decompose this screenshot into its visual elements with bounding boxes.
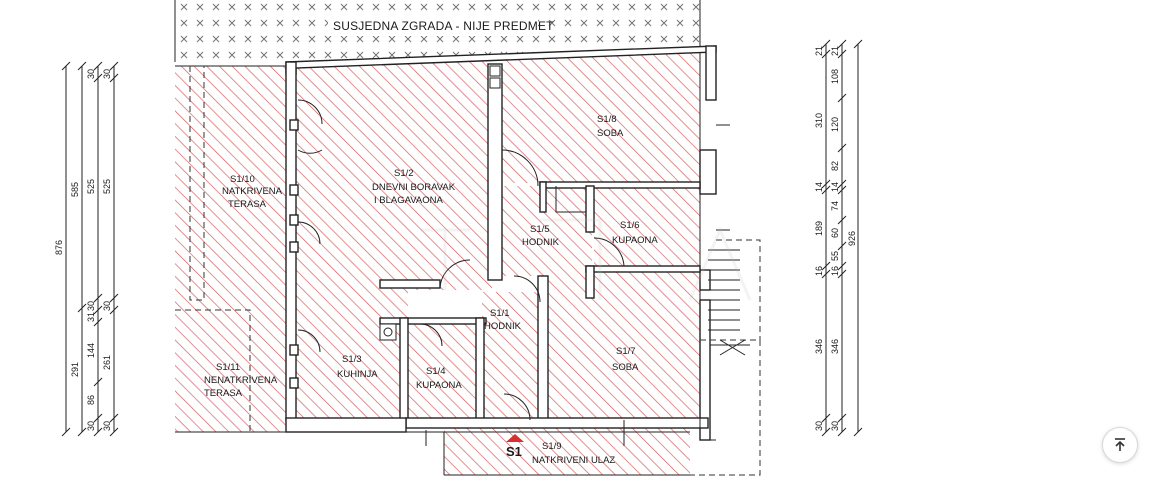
left-dim-585: 585: [70, 182, 80, 197]
room-code-s1-6: S1/6: [620, 220, 640, 231]
room-name-s1-5: HODNIK: [522, 237, 560, 248]
left-dim-a7: 30: [86, 421, 96, 431]
right-dim-a7: 30: [814, 421, 824, 431]
room-code-s1-3: S1/3: [342, 354, 362, 365]
room-name-s1-8: SOBA: [597, 128, 624, 139]
room-code-s1-7: S1/7: [616, 346, 636, 357]
room-name-s1-6: KUPAONA: [612, 235, 658, 246]
room-code-s1-1: S1/1: [490, 308, 510, 319]
room-name-s1-3: KUHINJA: [337, 369, 378, 380]
room-name-s1-2-a: DNEVNI BORAVAK: [372, 182, 456, 193]
room-name-s1-2-b: I BLAGAVAONA: [374, 195, 443, 206]
right-dim-b3: 120: [830, 117, 840, 132]
right-dim-b6: 74: [830, 201, 840, 211]
left-dim-total: 876: [54, 240, 64, 255]
door-swings: [175, 66, 761, 476]
left-dim-291: 291: [70, 362, 80, 377]
right-dim-b2: 108: [830, 69, 840, 84]
entrance-triangle-icon: [506, 434, 524, 442]
room-code-s1-4: S1/4: [426, 366, 446, 377]
room-code-s1-11: S1/11: [216, 362, 240, 373]
entrance-label: S1: [506, 444, 522, 459]
right-dim-b5: 14: [830, 182, 840, 192]
left-dim-a2: 525: [86, 179, 96, 194]
room-name-s1-11-b: TERASA: [204, 388, 243, 399]
left-dim-a5: 144: [86, 343, 96, 358]
scroll-to-top-button[interactable]: [1102, 427, 1138, 463]
room-labels: S1/10 NATKRIVENA TERASA S1/2 DNEVNI BORA…: [204, 114, 658, 466]
right-dim-b1: 21: [830, 46, 840, 56]
right-dim-b4: 82: [830, 161, 840, 171]
right-dim-a2: 310: [814, 113, 824, 128]
neighbor-building: SUSJEDNA ZGRADA - NIJE PREDMET: [174, 0, 701, 62]
left-dim-b1: 30: [102, 69, 112, 79]
room-name-s1-1: HODNIK: [484, 321, 522, 332]
left-dim-b3: 30: [102, 301, 112, 311]
right-dim-total: 926: [847, 231, 857, 246]
room-name-s1-4: KUPAONA: [416, 380, 462, 391]
right-dim-a1: 21: [814, 46, 824, 56]
right-dim-b10: 346: [830, 339, 840, 354]
left-dim-b4: 261: [102, 355, 112, 370]
dimension-left: 876 585 291 30 525 30 31 144 86 30 30 52…: [54, 61, 119, 437]
right-dim-ticks: [821, 39, 863, 437]
left-dim-b5: 30: [102, 421, 112, 431]
left-dim-a6: 86: [86, 395, 96, 405]
room-name-s1-10-a: NATKRIVENA: [222, 186, 283, 197]
room-code-s1-9: S1/9: [542, 441, 562, 452]
room-code-s1-10: S1/10: [230, 174, 255, 185]
right-dim-a3: 14: [814, 182, 824, 192]
room-name-s1-7: SOBA: [612, 362, 639, 373]
left-dim-a4: 31: [86, 312, 96, 322]
entrance-marker: S1: [506, 434, 524, 459]
room-name-s1-10-b: TERASA: [228, 199, 267, 210]
right-dim-b9: 16: [830, 266, 840, 276]
room-name-s1-9: NATKRIVENI ULAZ: [532, 455, 615, 466]
right-dim-a5: 16: [814, 266, 824, 276]
walls: [175, 45, 717, 441]
dimension-right: 21 310 14 189 16 346 30 21 108 120 82 14…: [814, 39, 863, 437]
neighbor-building-label: SUSJEDNA ZGRADA - NIJE PREDMET: [333, 19, 554, 33]
right-dim-a4: 189: [814, 221, 824, 236]
left-dim-a3: 30: [86, 301, 96, 311]
room-code-s1-8: S1/8: [597, 114, 617, 125]
right-dim-b8: 55: [830, 251, 840, 261]
right-dim-b11: 30: [830, 421, 840, 431]
room-fills: [175, 53, 700, 475]
left-dim-a1: 30: [86, 69, 96, 79]
arrow-up-to-line-icon: [1115, 438, 1125, 451]
room-name-s1-11-a: NENATKRIVENA: [204, 375, 278, 386]
watermark: [420, 218, 752, 301]
room-code-s1-2: S1/2: [394, 168, 414, 179]
room-code-s1-5: S1/5: [530, 224, 550, 235]
left-dim-b2: 525: [102, 179, 112, 194]
left-dim-ticks: [61, 61, 119, 437]
right-dim-b7: 60: [830, 228, 840, 238]
right-dim-a6: 346: [814, 339, 824, 354]
